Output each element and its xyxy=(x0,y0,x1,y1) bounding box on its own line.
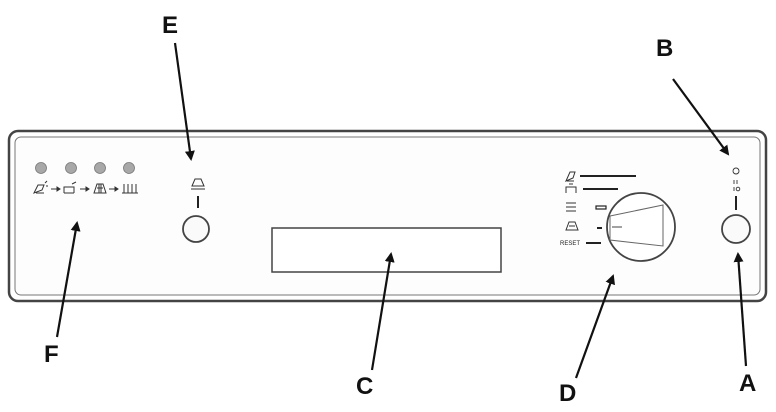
normal-program-icon xyxy=(565,183,577,193)
program-progress-indicators xyxy=(32,162,138,194)
half-load-icon xyxy=(191,178,205,190)
reset-label: RESET xyxy=(560,241,580,247)
power-control xyxy=(721,167,751,244)
callout-label-E: E xyxy=(162,12,179,39)
callout-label-F: F xyxy=(44,341,59,368)
callout-arrows xyxy=(55,42,748,379)
callout-label-D: D xyxy=(559,380,577,407)
indicator-light-dry xyxy=(123,162,135,174)
arrow-right-icon xyxy=(51,186,61,192)
rinse-icon xyxy=(93,183,107,194)
rinse-program-icon xyxy=(565,221,579,231)
power-symbol-icon xyxy=(732,167,741,192)
arrow-right-icon xyxy=(80,186,90,192)
wash-icon xyxy=(63,181,77,194)
intensive-program-icon xyxy=(565,171,576,182)
eco-program-icon xyxy=(566,202,576,212)
display-window xyxy=(271,227,502,273)
dry-icon xyxy=(122,184,138,194)
arrow-B xyxy=(672,78,730,156)
dial-grip xyxy=(609,204,664,247)
half-load-control xyxy=(182,178,210,243)
arrow-D xyxy=(574,274,615,379)
arrow-A xyxy=(733,252,748,367)
half-load-button[interactable] xyxy=(182,215,210,243)
arrow-right-icon xyxy=(109,186,119,192)
arrow-E xyxy=(173,42,195,161)
indicator-light-wash xyxy=(65,162,77,174)
prewash-icon xyxy=(32,180,48,194)
power-button[interactable] xyxy=(721,214,751,244)
arrow-F xyxy=(55,221,81,338)
arrow-C xyxy=(370,252,395,371)
callout-label-C: C xyxy=(356,373,374,400)
indicator-light-prewash xyxy=(35,162,47,174)
callout-label-B: B xyxy=(656,35,674,62)
callout-label-A: A xyxy=(739,370,757,397)
program-selector: RESET xyxy=(560,171,676,262)
indicator-light-rinse xyxy=(94,162,106,174)
program-mark-eco xyxy=(595,205,607,210)
program-selector-dial[interactable] xyxy=(606,192,676,262)
